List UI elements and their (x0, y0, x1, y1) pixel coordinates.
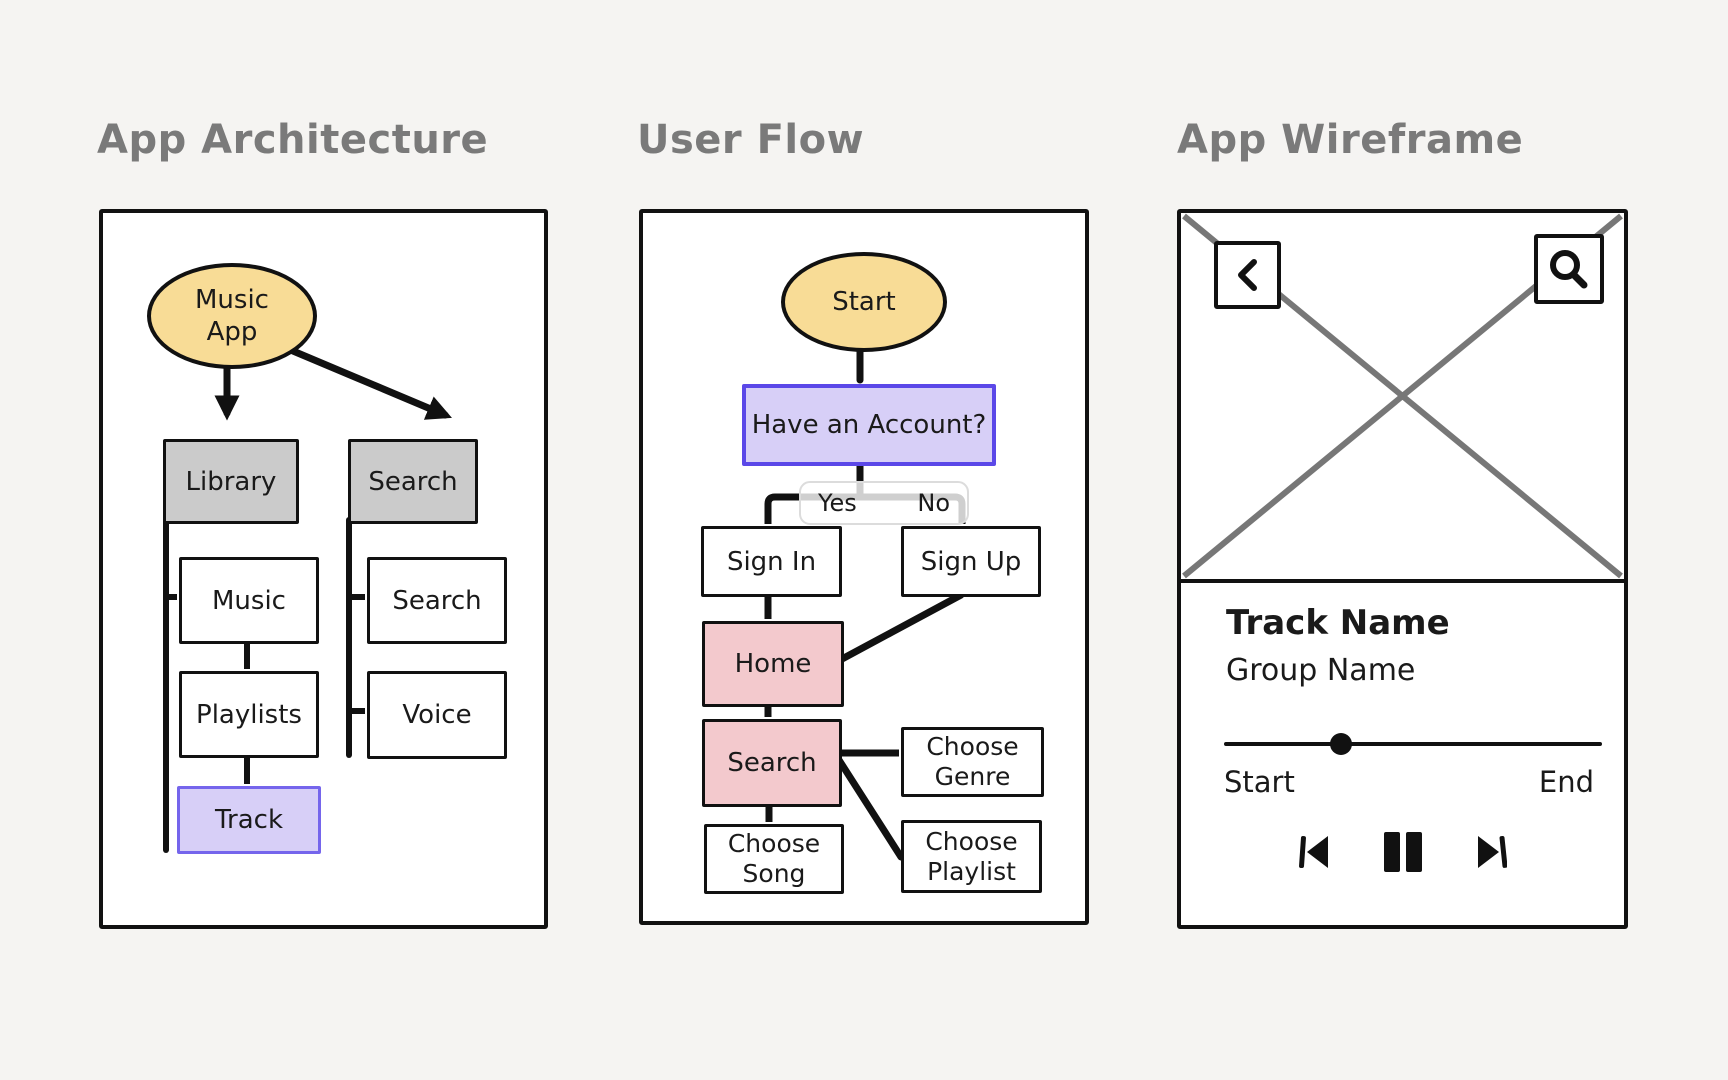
section-title-user-flow: User Flow (637, 117, 865, 163)
node-label: Choose Genre (926, 732, 1019, 791)
chevron-left-icon (1237, 259, 1257, 291)
node-label: Have an Account? (751, 410, 987, 440)
slider-start-label: Start (1224, 765, 1295, 799)
node-playlists[interactable]: Playlists (179, 671, 319, 758)
node-label: Library (185, 466, 277, 497)
node-label: Choose Song (727, 829, 821, 888)
no-label: No (917, 489, 950, 517)
slider-thumb[interactable] (1330, 733, 1353, 755)
node-library[interactable]: Library (163, 439, 299, 524)
node-label: Start (832, 287, 896, 317)
search-button[interactable] (1534, 234, 1604, 304)
node-label: Voice (402, 700, 472, 730)
section-title-wireframe: App Wireframe (1177, 117, 1524, 163)
next-button[interactable] (1477, 833, 1507, 871)
node-choose-song[interactable]: Choose Song (704, 824, 844, 894)
signup-home-line (838, 591, 965, 663)
node-label: Search (392, 585, 482, 616)
skip-previous-icon (1298, 836, 1328, 869)
node-label: Search (368, 466, 458, 497)
back-button[interactable] (1214, 241, 1281, 309)
node-label: Home (734, 649, 812, 679)
node-label: Playlists (196, 699, 302, 730)
group-name: Group Name (1226, 653, 1416, 688)
pause-icon (1383, 832, 1422, 872)
architecture-panel: Music App Library Search Music Playlists… (99, 209, 548, 929)
node-home[interactable]: Home (702, 621, 844, 707)
node-label: Sign Up (920, 546, 1022, 577)
wireframe-panel: Track Name Group Name Start End (1177, 209, 1628, 929)
node-music[interactable]: Music (179, 557, 319, 644)
node-choose-genre[interactable]: Choose Genre (901, 727, 1044, 797)
node-sign-up[interactable]: Sign Up (901, 526, 1041, 597)
node-music-app[interactable]: Music App (147, 263, 317, 369)
node-label: Choose Playlist (925, 826, 1018, 886)
pause-button[interactable] (1383, 831, 1423, 873)
node-label: Music (212, 585, 286, 616)
track-name: Track Name (1226, 603, 1450, 643)
node-label: Music App (195, 285, 269, 347)
node-label: Search (727, 748, 817, 778)
node-choose-playlist[interactable]: Choose Playlist (901, 820, 1042, 893)
node-label: Sign In (726, 546, 817, 577)
arrow-root-to-search (289, 347, 452, 420)
progress-slider[interactable] (1224, 733, 1602, 755)
user-flow-panel: Start Have an Account? Yes No Sign In Si… (639, 209, 1089, 925)
node-start[interactable]: Start (781, 252, 947, 352)
node-track[interactable]: Track (177, 786, 321, 854)
yes-label: Yes (818, 489, 857, 517)
node-label: Track (214, 805, 284, 835)
node-voice[interactable]: Voice (367, 671, 507, 759)
node-search[interactable]: Search (702, 719, 842, 807)
previous-button[interactable] (1298, 833, 1329, 871)
node-have-account[interactable]: Have an Account? (742, 384, 996, 466)
node-search-section[interactable]: Search (348, 439, 478, 524)
yes-no-chip[interactable]: Yes No (799, 481, 969, 525)
search-icon (1550, 250, 1588, 289)
skip-next-icon (1477, 835, 1507, 868)
search-playlist-line (835, 756, 905, 861)
node-sign-in[interactable]: Sign In (701, 526, 842, 597)
slider-end-label: End (1538, 765, 1594, 799)
section-title-architecture: App Architecture (97, 117, 489, 163)
node-search-sub[interactable]: Search (367, 557, 507, 644)
playback-controls (1181, 831, 1624, 873)
